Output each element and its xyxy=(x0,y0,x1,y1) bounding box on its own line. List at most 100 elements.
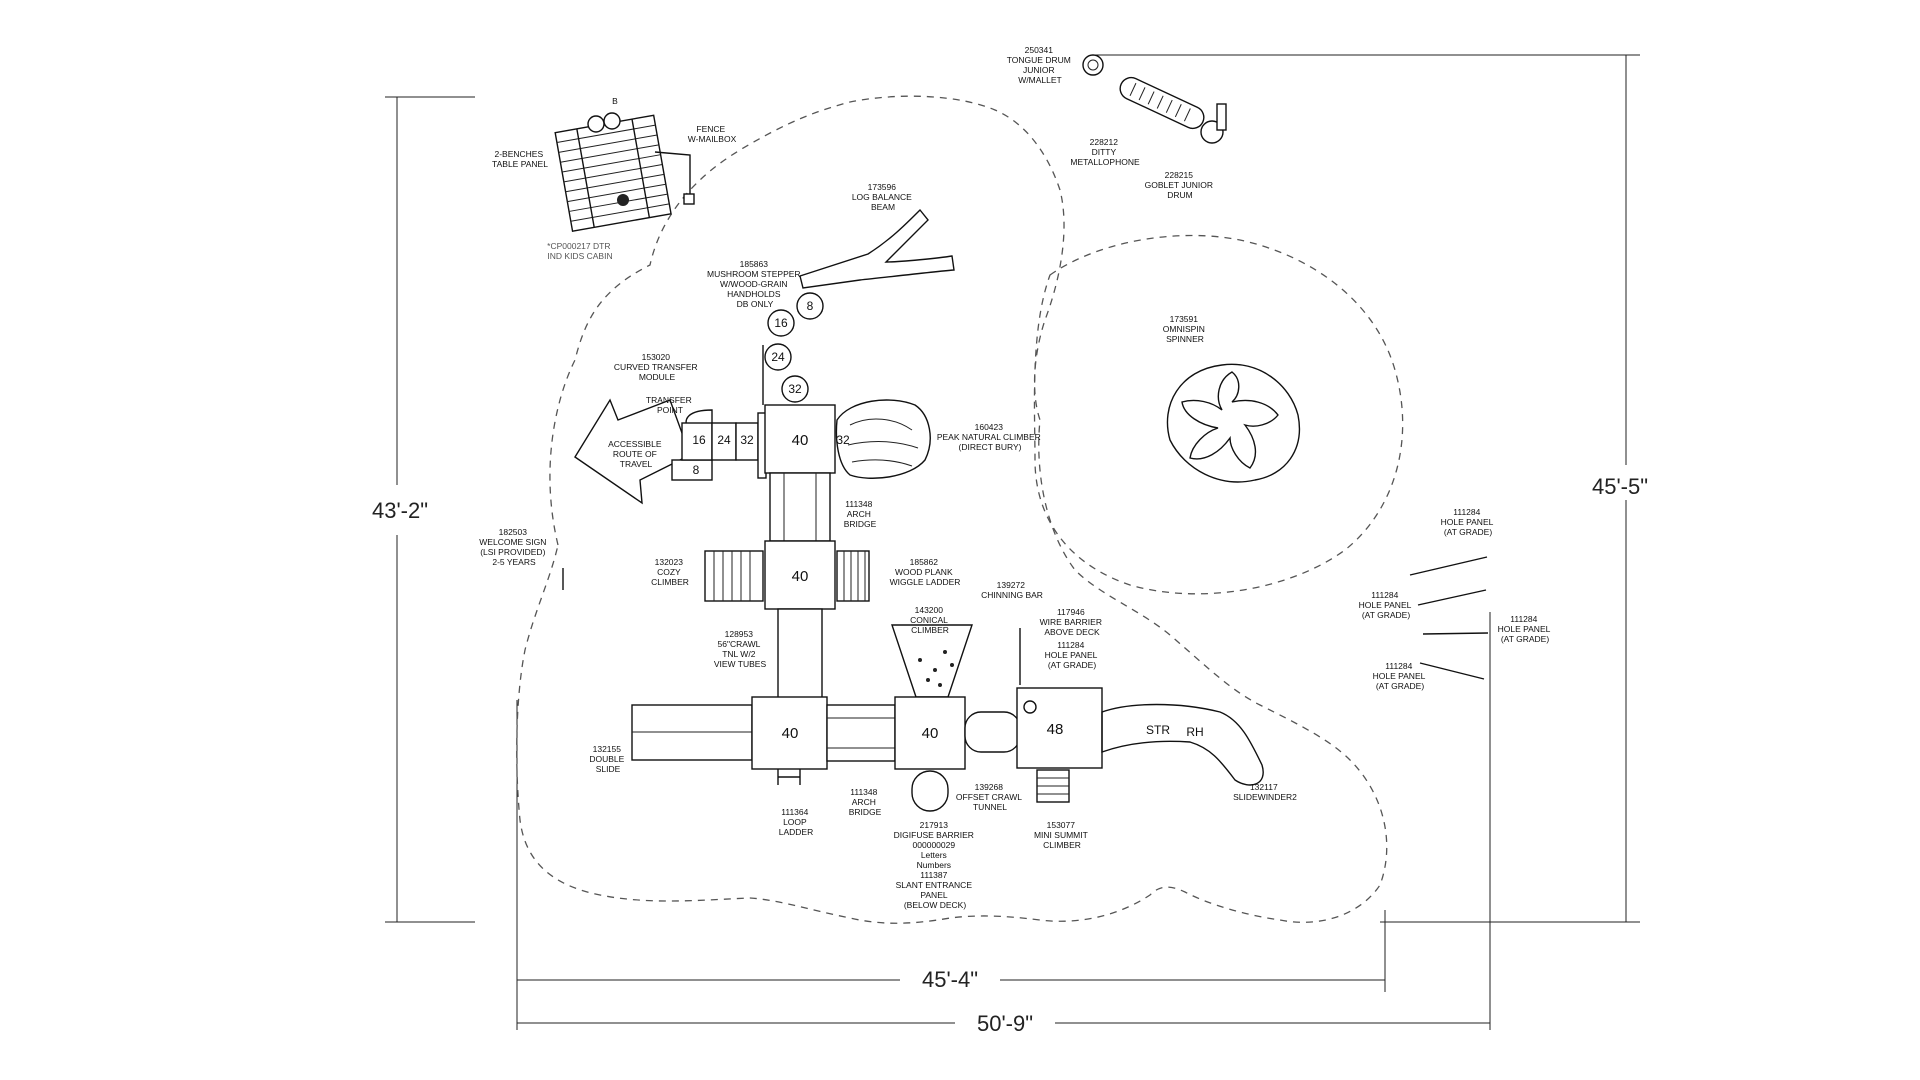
transfer-step-16-box xyxy=(681,422,713,461)
curved-transfer-module: 8 16 24 32 153020 CURVED TRANSFER MODULE… xyxy=(614,352,767,481)
dimension-lines: 43'-2" 45'-5" 45'-4" 50'-9" xyxy=(372,54,1648,1036)
label-loop-ladder: 111364 LOOP LADDER xyxy=(779,807,813,837)
label-wire-barrier: 117946 WIRE BARRIER ABOVE DECK xyxy=(1040,607,1105,637)
deck-height-40-lower-left: 40 xyxy=(782,725,799,742)
label-arch-bridge-1: 111348 ARCH BRIDGE xyxy=(844,499,877,529)
slide-rh: RH xyxy=(1186,725,1203,739)
label-curved-transfer: 153020 CURVED TRANSFER MODULE xyxy=(614,352,700,382)
label-fence: FENCE W-MAILBOX xyxy=(688,124,737,144)
label-hole-panel-center: 111284 HOLE PANEL (AT GRADE) xyxy=(1045,640,1100,670)
arch-bridge-deck-lower xyxy=(826,704,896,762)
slant-entrance-panel xyxy=(911,770,949,812)
omnispin-base xyxy=(1166,363,1301,483)
label-benches: 2-BENCHES TABLE PANEL xyxy=(492,149,548,169)
lower-left-tower: 40 132155 DOUBLE SLIDE 111364 LOOP LADDE… xyxy=(589,696,828,837)
main-use-zone xyxy=(516,95,1388,924)
music-instruments: 250341 TONGUE DRUM JUNIOR W/MALLET 22821… xyxy=(1007,45,1227,200)
upper-tower: 40 32 160423 PEAK NATURAL CLIMBER (DIREC… xyxy=(762,345,1043,479)
mushroom-stepper-32 xyxy=(781,375,809,403)
label-hole-panel-d: 111284 HOLE PANEL (AT GRADE) xyxy=(1373,661,1428,691)
omnispin-seat xyxy=(1181,371,1279,469)
arch-bridge-upper: 111348 ARCH BRIDGE xyxy=(769,472,877,542)
dimension-height-left: 43'-2" xyxy=(372,498,428,523)
label-arch-bridge-2: 111348 ARCH BRIDGE xyxy=(849,787,882,817)
deck-height-40-upper: 40 xyxy=(792,432,809,449)
hole-panel-b xyxy=(1417,589,1487,606)
spinner-use-zone xyxy=(1033,234,1404,595)
label-omnispin: 173591 OMNISPIN SPINNER xyxy=(1163,314,1207,344)
hole-panel-d xyxy=(1419,662,1485,680)
label-metallophone: 228212 DITTY METALLOPHONE xyxy=(1070,137,1140,167)
label-chinning-bar: 139272 CHINNING BAR xyxy=(981,580,1043,600)
label-accessible-route: ACCESSIBLE ROUTE OF TRAVEL xyxy=(608,439,664,469)
accessible-route-arrow: ACCESSIBLE ROUTE OF TRAVEL xyxy=(574,398,691,505)
mailbox-knob xyxy=(617,194,629,206)
metallophone xyxy=(1119,76,1205,130)
use-zone-outlines xyxy=(516,95,1404,924)
log-balance-beam: 173596 LOG BALANCE BEAM xyxy=(799,182,955,289)
dimension-height-right: 45'-5" xyxy=(1592,474,1648,499)
label-double-slide: 132155 DOUBLE SLIDE xyxy=(589,744,626,774)
transfer-height-24: 24 xyxy=(717,433,731,447)
label-wiggle-ladder: 185862 WOOD PLANK WIGGLE LADDER xyxy=(890,557,961,587)
loop-ladder xyxy=(777,769,801,785)
hole-panel-a xyxy=(1409,556,1488,576)
cozy-climber xyxy=(704,550,764,602)
tongue-drum xyxy=(1082,54,1104,76)
climber-height-32: 32 xyxy=(836,433,850,447)
peak-natural-climber xyxy=(835,399,931,479)
arch-bridge-deck-upper xyxy=(769,472,831,542)
label-tongue-drum: 250341 TONGUE DRUM JUNIOR W/MALLET xyxy=(1007,45,1073,85)
bongo-drum-right xyxy=(603,112,621,130)
dimension-width-outer: 50'-9" xyxy=(977,1011,1033,1036)
label-offset-tunnel: 139268 OFFSET CRAWL TUNNEL xyxy=(956,782,1024,812)
deck-40-upper xyxy=(764,404,836,474)
lower-middle-tower: 40 143200 CONICAL CLIMBER 217913 DIGIFUS… xyxy=(891,605,974,910)
label-bongos: B xyxy=(612,96,618,106)
label-cozy-climber: 132023 COZY CLIMBER xyxy=(651,557,689,587)
omnispin-spinner: 173591 OMNISPIN SPINNER xyxy=(1163,314,1301,483)
crawl-tunnel-vertical: 128953 56"CRAWL TNL W/2 VIEW TUBES xyxy=(714,608,823,700)
conical-climber xyxy=(891,624,973,698)
label-cabin: *CP000217 DTR IND KIDS CABIN xyxy=(547,241,613,261)
label-welcome-sign: 182503 WELCOME SIGN (LSI PROVIDED) 2-5 Y… xyxy=(479,527,548,567)
bongo-drum-left xyxy=(587,115,605,133)
label-slidewinder: 132117 SLIDEWINDER2 xyxy=(1233,782,1297,802)
goblet-drum-stem xyxy=(1216,103,1227,131)
middle-tower: 40 132023 COZY CLIMBER 185862 WOOD PLANK… xyxy=(651,540,961,610)
hole-panel-c xyxy=(1422,632,1489,635)
slide-str: STR xyxy=(1146,723,1170,737)
label-crawl-tunnel: 128953 56"CRAWL TNL W/2 VIEW TUBES xyxy=(714,629,767,669)
mushroom-steppers: 8 16 24 32 185863 MUSHROOM STEPPER W/WOO… xyxy=(707,259,824,403)
wire-barrier-panel xyxy=(1023,700,1037,714)
deck-40-lower-left xyxy=(751,696,828,770)
mushroom-height-16: 16 xyxy=(774,316,788,330)
crawl-tunnel-56 xyxy=(777,608,823,700)
mailbox xyxy=(683,193,695,205)
fence-panel xyxy=(654,151,691,195)
hole-panels-group: 111284 HOLE PANEL (AT GRADE) 111284 HOLE… xyxy=(1359,507,1551,691)
offset-crawl-tube xyxy=(964,711,1021,753)
deck-40-middle xyxy=(764,540,836,610)
transfer-height-16: 16 xyxy=(692,433,706,447)
transfer-height-32: 32 xyxy=(740,433,754,447)
label-goblet-drum: 228215 GOBLET JUNIOR DRUM xyxy=(1145,170,1216,200)
label-hole-panel-a: 111284 HOLE PANEL (AT GRADE) xyxy=(1441,507,1496,537)
label-mini-summit: 153077 MINI SUMMIT CLIMBER xyxy=(1034,820,1090,850)
deck-height-40-middle: 40 xyxy=(792,568,809,585)
mushroom-stepper-8 xyxy=(796,292,824,320)
welcome-sign: 182503 WELCOME SIGN (LSI PROVIDED) 2-5 Y… xyxy=(479,527,564,590)
kids-cabin: B 2-BENCHES TABLE PANEL FENCE W-MAILBOX … xyxy=(492,96,737,261)
label-mushroom: 185863 MUSHROOM STEPPER W/WOOD-GRAIN HAN… xyxy=(707,259,803,309)
deck-height-48: 48 xyxy=(1047,721,1064,738)
deck-48-tower: 48 STR RH 117946 WIRE BARRIER ABOVE DECK… xyxy=(1016,607,1297,850)
arch-bridge-lower: 111348 ARCH BRIDGE xyxy=(826,704,896,817)
deck-40-lower-middle xyxy=(894,696,966,770)
label-hole-panel-b: 111284 HOLE PANEL (AT GRADE) xyxy=(1359,590,1414,620)
label-conical-climber: 143200 CONICAL CLIMBER xyxy=(910,605,950,635)
label-peak-climber: 160423 PEAK NATURAL CLIMBER (DIRECT BURY… xyxy=(937,422,1043,452)
wiggle-ladder xyxy=(836,550,870,602)
mushroom-height-24: 24 xyxy=(771,350,785,364)
slidewinder-slide xyxy=(1101,703,1264,786)
